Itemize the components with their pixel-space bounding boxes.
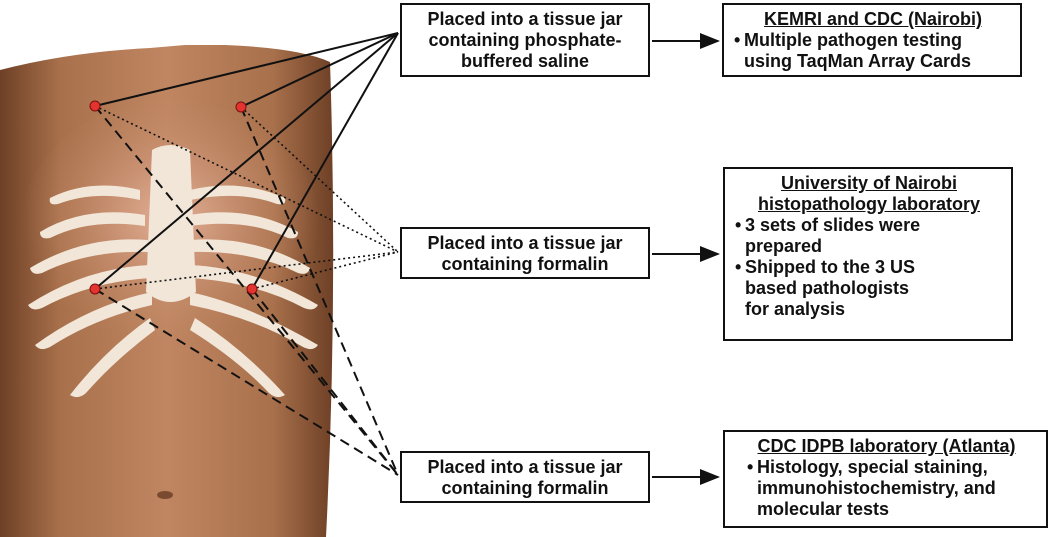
- sample-point-lower-right: [246, 283, 258, 295]
- navel: [157, 491, 173, 499]
- jar-formalin-1-line-2: containing formalin: [441, 254, 609, 274]
- lab-cdc-idpb-bullet: • Histology, special staining, immunohis…: [735, 457, 1038, 520]
- sample-point-upper-left: [89, 100, 101, 112]
- jar-pbs-line-2: containing phosphate-: [428, 30, 622, 50]
- lab-box-nairobi: University of Nairobi histopathology lab…: [723, 167, 1013, 341]
- sample-point-upper-right: [235, 101, 247, 113]
- lab-nairobi-title: University of Nairobi histopathology lab…: [757, 173, 980, 214]
- lab-kemri-bullet-text: Multiple pathogen testing using TaqMan A…: [744, 30, 972, 71]
- lab-nairobi-bullet-1-text: 3 sets of slides were prepared: [745, 215, 921, 256]
- jar-formalin-2-line-2: containing formalin: [441, 478, 609, 498]
- lab-kemri-bullet: • Multiple pathogen testing using TaqMan…: [734, 30, 1012, 72]
- lab-box-cdc-idpb: CDC IDPB laboratory (Atlanta) • Histolog…: [723, 430, 1048, 528]
- jar-box-pbs: Placed into a tissue jar containing phos…: [400, 3, 650, 77]
- jar-pbs-line-3: buffered saline: [460, 51, 590, 71]
- lab-nairobi-bullet-2-text: Shipped to the 3 US based pathologists f…: [745, 257, 916, 319]
- jar-box-formalin-2: Placed into a tissue jar containing form…: [400, 451, 650, 503]
- jar-formalin-1-line-1: Placed into a tissue jar: [427, 233, 623, 253]
- connector-lines: [94, 32, 399, 476]
- bullet-dot: •: [735, 215, 742, 235]
- lab-box-kemri: KEMRI and CDC (Nairobi) • Multiple patho…: [722, 3, 1022, 77]
- lab-nairobi-bullet-1: • 3 sets of slides were prepared: [735, 215, 1003, 257]
- lab-cdc-idpb-bullet-text: Histology, special staining, immunohisto…: [757, 457, 996, 519]
- lab-nairobi-bullet-2: • Shipped to the 3 US based pathologists…: [735, 257, 1003, 320]
- jar-box-formalin-1: Placed into a tissue jar containing form…: [400, 227, 650, 279]
- sample-point-lower-left: [89, 283, 101, 295]
- flow-arrows: [652, 33, 720, 485]
- lab-cdc-idpb-title: CDC IDPB laboratory (Atlanta): [757, 436, 1016, 456]
- lab-kemri-title: KEMRI and CDC (Nairobi): [764, 9, 982, 29]
- jar-pbs-line-1: Placed into a tissue jar: [427, 9, 623, 29]
- bullet-dot: •: [734, 30, 741, 50]
- jar-formalin-2-line-1: Placed into a tissue jar: [427, 457, 623, 477]
- bullet-dot: •: [747, 457, 754, 477]
- bullet-dot: •: [735, 257, 742, 277]
